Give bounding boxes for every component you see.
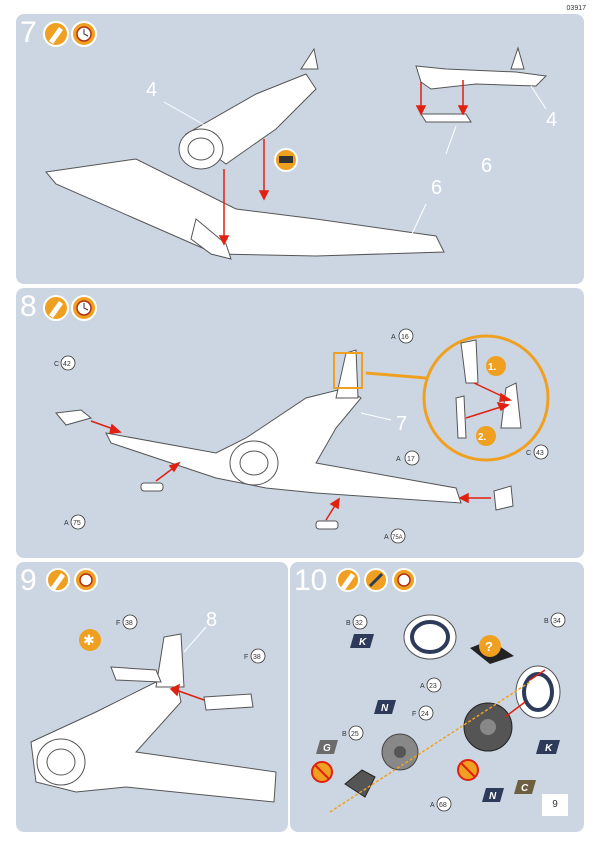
part-num-38b: 38 [253,654,261,661]
part-num-25: 25 [351,731,359,738]
callout-insert: 6 [481,155,492,177]
step-number: 10 [294,564,328,597]
query-badge: ? [470,635,514,664]
prefix-68: A [430,802,435,809]
insert-part [420,113,472,123]
prefix-17: A [396,456,401,463]
aircraft-assembly [105,387,462,504]
clock-icon [71,295,97,321]
prefix-38a: F [116,620,120,627]
clock-icon [71,21,97,47]
part-75 [140,482,164,492]
callout-fuselage: 4 [146,79,157,101]
prefix-24: F [412,711,416,718]
glue-icon [336,568,360,592]
part-num-38a: 38 [125,620,133,627]
callout-assembly: 7 [396,413,407,435]
no-glue-icon [311,761,333,783]
part-num-68: 68 [439,802,447,809]
no-glue-icon [457,759,479,781]
step-number: 8 [20,290,37,323]
step-number: 7 [20,16,37,49]
aircraft-assembly [30,676,277,803]
svg-text:✱: ✱ [83,632,95,648]
part-num-43: 43 [536,450,544,457]
detail-magnifier [422,334,550,462]
step-8-panel: 8 1. 2. [16,288,584,558]
document-code: 03917 [566,5,586,12]
paint-icon [364,568,388,592]
step-10-drawing: ? K K N N [311,568,566,813]
part-num-17: 17 [407,456,415,463]
svg-text:?: ? [485,639,493,654]
prefix-75: A [64,520,69,527]
prefix-16: A [391,334,396,341]
part-num-75A: 75A [392,535,403,541]
prefix-23: A [420,683,425,690]
part-25 [344,769,376,798]
clock-icon [392,568,416,592]
star-icon: ✱ [79,629,101,651]
prefix-32: B [346,620,351,627]
callout-assembly: 8 [206,609,217,631]
part-75A [315,520,339,530]
color-flag-n2: N [489,791,497,802]
callout-wing: 6 [431,177,442,199]
part-num-23: 23 [429,683,437,690]
prefix-38b: F [244,654,248,661]
clock-icon [74,568,98,592]
part-38-left [110,666,162,683]
tape-icon [274,148,298,172]
tail-part [415,65,548,90]
part-num-42: 42 [63,361,71,368]
callout-tail: 4 [546,109,557,131]
step-7-drawing: 4 4 6 6 [43,21,557,260]
color-flag-k1: K [359,637,367,648]
prefix-75A: A [384,534,389,541]
prefix-34: B [544,618,549,625]
part-num-32: 32 [355,620,363,627]
step-9-drawing: ✱ F 38 F 38 8 [30,568,277,803]
prefix-43: C [526,450,531,457]
color-flag-g: G [323,743,331,754]
part-num-75: 75 [73,520,81,527]
part-38-right [203,693,254,711]
part-num-34: 34 [553,618,561,625]
order-badge-1: 1. [486,356,506,376]
svg-text:1.: 1. [488,362,497,373]
prefix-42: C [54,361,59,368]
part-num-16: 16 [401,334,409,341]
svg-text:2.: 2. [478,432,487,443]
glue-icon [46,568,70,592]
wing-part [45,158,445,257]
order-badge-2: 2. [476,426,496,446]
step-10-panel: 10 ? [290,562,584,832]
part-42 [55,409,93,426]
glue-icon [43,295,69,321]
step-number: 9 [20,564,37,597]
prefix-25: B [342,731,347,738]
step-7-panel: 7 [16,14,584,284]
step-9-panel: 9 ✱ F 38 F 38 8 [16,562,288,832]
color-flag-n1: N [381,703,389,714]
part-num-24: 24 [421,711,429,718]
glue-icon [43,21,69,47]
step-8-drawing: 1. 2. A 16 A 17 C 42 [43,295,550,544]
part-43 [493,485,514,511]
page-number: 9 [542,794,568,816]
color-flag-c: C [521,783,529,794]
color-flag-k2: K [545,743,553,754]
